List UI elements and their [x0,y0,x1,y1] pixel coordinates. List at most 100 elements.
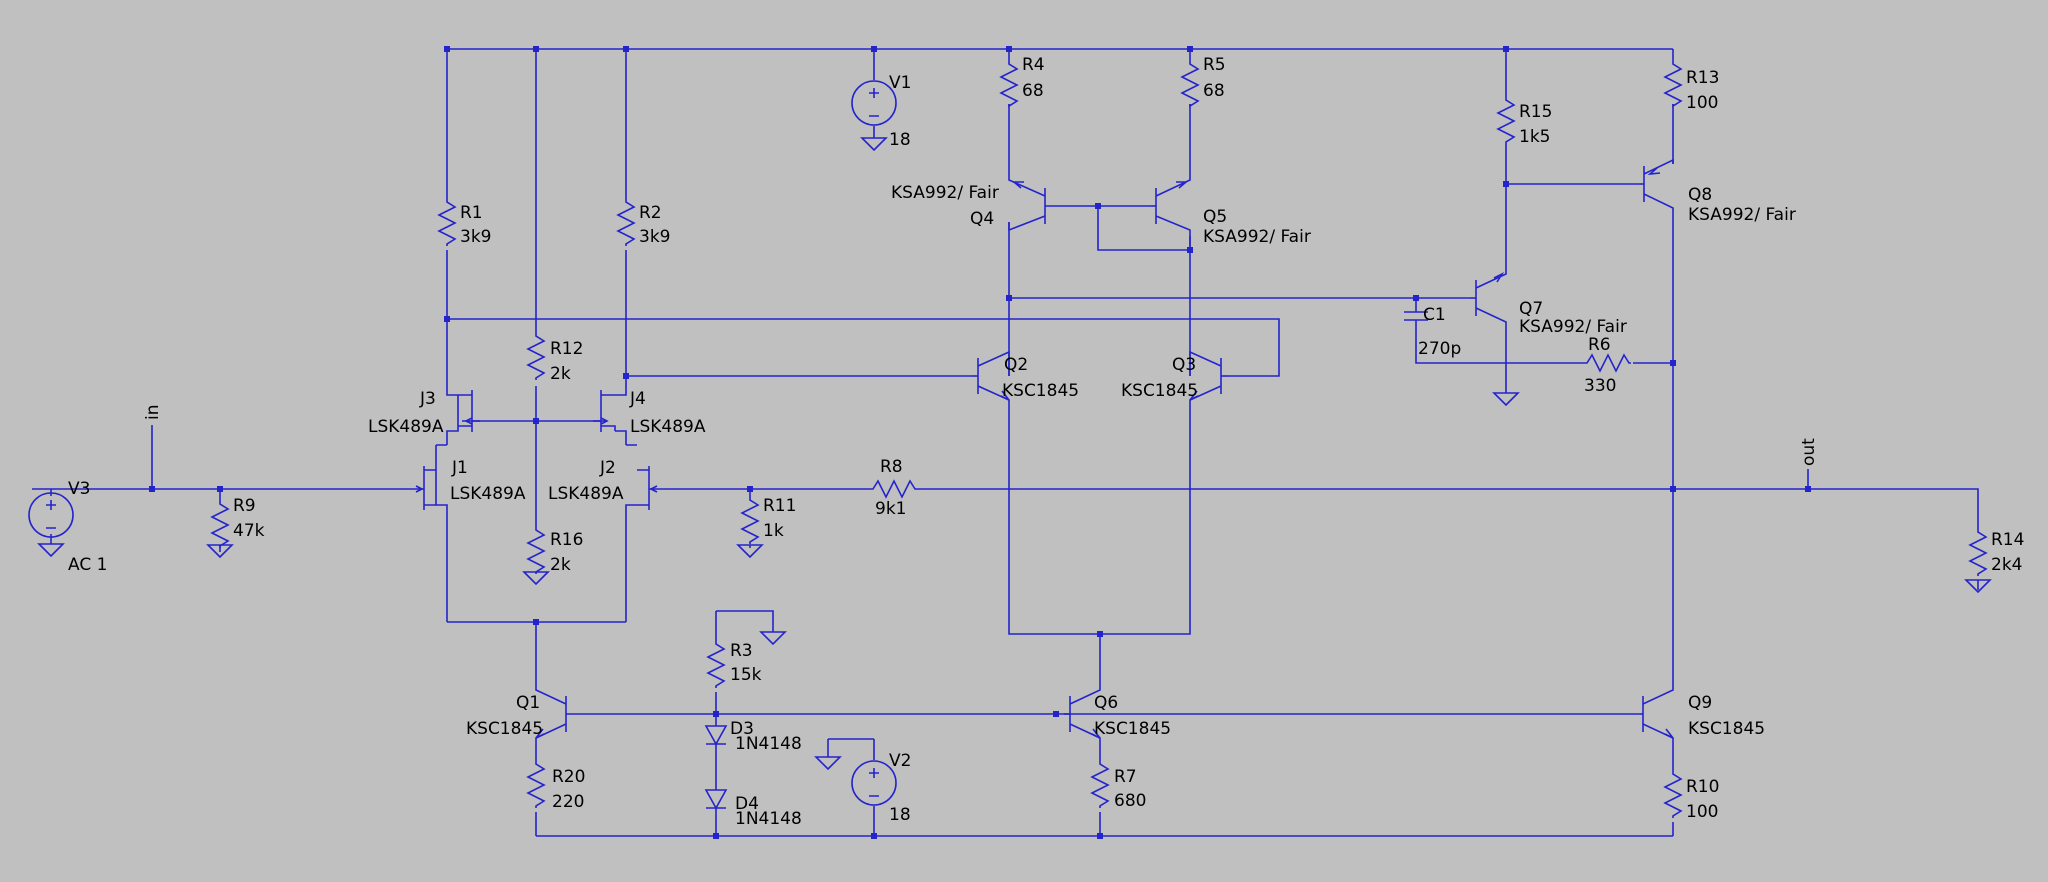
wires [32,48,1979,837]
ground-symbols [37,137,1992,771]
d3-ref: D3 [730,719,754,739]
junctions [149,46,1811,839]
resistor-r2-body [616,196,636,246]
v1-value: 18 [889,130,911,150]
resistor-r6-body [1581,353,1631,373]
transistor-q2 [972,350,1010,406]
resistor-r7-body [1090,760,1110,808]
j1-ref: J1 [451,458,468,478]
net-label-out: out [1799,438,1819,466]
r12-value: 2k [550,364,571,384]
jfet-j1 [415,466,436,510]
r7-value: 680 [1114,791,1146,811]
j4-model: LSK489A [630,417,706,437]
r5-value: 68 [1203,81,1225,101]
resistor-r3-body [706,640,726,688]
jfet-symbols [415,390,658,510]
ground-r16-icon [522,571,550,586]
source-v2 [851,760,897,806]
r6-value: 330 [1584,376,1616,396]
r16-value: 2k [550,555,571,575]
r7-ref: R7 [1114,767,1137,787]
r8-value: 9k1 [875,499,906,519]
v2-ref: V2 [889,751,911,771]
r8-ref: R8 [880,457,903,477]
resistor-r15-body [1496,96,1516,144]
net-label-in: in [143,405,163,421]
d3-model: 1N4148 [735,734,802,754]
c1-ref: C1 [1423,305,1446,325]
resistor-r12-body [526,330,546,380]
r1-value: 3k9 [460,227,491,247]
q7-model: KSA992/ Fair [1519,317,1627,337]
q9-ref: Q9 [1688,693,1712,713]
r10-ref: R10 [1686,777,1719,797]
ground-r11-icon [736,544,764,559]
q4-model: KSA992/ Fair [891,183,999,203]
q2-model: KSC1845 [1002,381,1079,401]
d4-ref: D4 [735,794,759,814]
q3-model: KSC1845 [1121,381,1198,401]
voltage-sources [28,80,897,806]
transistor-q3 [1189,350,1227,406]
ground-q7-icon [1492,392,1520,407]
r4-value: 68 [1022,81,1044,101]
j1-model: LSK489A [450,484,526,504]
ground-r3-icon [759,631,787,646]
labels: R1 3k9 R2 3k9 R3 15k R4 68 R5 68 R6 330 … [68,55,2024,829]
transistor-q1 [535,672,567,744]
r15-ref: R15 [1519,102,1552,122]
r16-ref: R16 [550,530,583,550]
j2-model: LSK489A [548,484,624,504]
resistor-r16-body [526,520,546,574]
r13-value: 100 [1686,93,1718,113]
r10-value: 100 [1686,802,1718,822]
q5-ref: Q5 [1203,207,1227,227]
diode-symbols [704,725,728,810]
d4-model: 1N4148 [735,809,802,829]
v3-ref: V3 [68,479,90,499]
resistor-r13-body [1663,62,1683,108]
r9-ref: R9 [233,496,256,516]
resistor-r4-body [999,62,1019,108]
v2-value: 18 [889,805,911,825]
r2-value: 3k9 [639,227,670,247]
q6-ref: Q6 [1094,693,1118,713]
resistor-r9-body [210,500,230,548]
transistor-q4 [1008,170,1046,232]
r4-ref: R4 [1022,55,1045,75]
jfet-j2 [637,466,658,510]
q8-model: KSA992/ Fair [1688,205,1796,225]
resistor-r5-body [1180,62,1200,108]
r1-ref: R1 [460,203,483,223]
transistor-q5 [1151,170,1191,236]
q2-ref: Q2 [1004,355,1028,375]
diode-d4 [704,789,728,810]
r15-value: 1k5 [1519,127,1550,147]
resistor-r8-body [867,479,917,499]
ground-v3-icon [37,543,65,558]
r5-ref: R5 [1203,55,1226,75]
ground-r14-icon [1964,579,1992,594]
q3-ref: Q3 [1172,355,1196,375]
jfet-j4 [593,390,616,432]
r3-value: 15k [730,665,762,685]
c1-value: 270p [1418,339,1461,359]
r6-ref: R6 [1588,335,1611,355]
transistor-q9 [1640,680,1674,748]
q1-model: KSC1845 [466,719,543,739]
r3-ref: R3 [730,641,753,661]
r12-ref: R12 [550,339,583,359]
resistor-r10-body [1663,770,1683,818]
j2-ref: J2 [599,458,616,478]
resistor-r1-body [437,196,457,246]
q4-ref: Q4 [970,209,994,229]
v1-ref: V1 [889,73,911,93]
r20-ref: R20 [552,767,585,787]
diode-d3 [704,725,728,746]
q9-model: KSC1845 [1688,719,1765,739]
r11-ref: R11 [763,496,796,516]
transistor-q7 [1470,270,1507,326]
j3-model: LSK489A [368,417,444,437]
